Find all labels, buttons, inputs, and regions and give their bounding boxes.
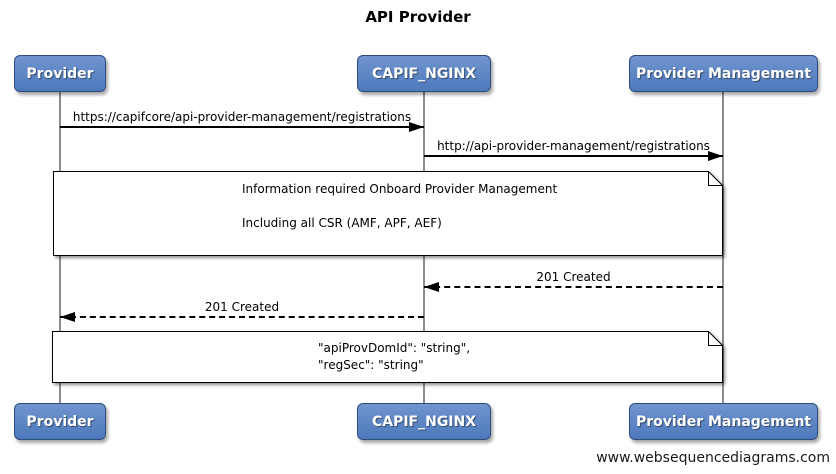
actor-box-provider-management-top: Provider Management	[629, 55, 818, 92]
note-fold-corner	[708, 171, 723, 186]
actor-label: CAPIF_NGINX	[371, 65, 477, 82]
watermark: www.websequencediagrams.com	[596, 450, 830, 466]
actor-label: Provider Management	[635, 413, 812, 430]
arrowhead-left-icon	[424, 282, 439, 292]
note-shape	[52, 331, 723, 383]
message-label: https://capifcore/api-provider-managemen…	[72, 110, 412, 124]
message-line	[424, 155, 723, 157]
actor-label: Provider	[26, 413, 94, 430]
message-label: 201 Created	[204, 300, 280, 314]
arrowhead-right-icon	[409, 122, 424, 132]
arrowhead-left-icon	[60, 312, 75, 322]
actor-label: Provider Management	[635, 65, 812, 82]
note-line: "regSec": "string"	[318, 358, 424, 372]
message-line	[60, 126, 424, 128]
actor-box-capif-nginx-bottom: CAPIF_NGINX	[357, 403, 491, 440]
actor-label: Provider	[26, 65, 94, 82]
note-line: Information required Onboard Provider Ma…	[242, 182, 558, 196]
message-label: http://api-provider-management/registrat…	[437, 139, 710, 153]
lifeline-provider-management	[722, 92, 724, 403]
message-line	[424, 286, 723, 288]
actor-box-provider-bottom: Provider	[14, 403, 106, 440]
note-shape	[53, 171, 723, 256]
actor-box-capif-nginx-top: CAPIF_NGINX	[357, 55, 491, 92]
message-label: 201 Created	[536, 270, 611, 284]
note-box: Information required Onboard Provider Ma…	[53, 171, 723, 256]
diagram-title: API Provider	[365, 8, 471, 26]
arrowhead-right-icon	[708, 151, 723, 161]
message-line	[60, 316, 424, 318]
note-box: "apiProvDomId": "string", "regSec": "str…	[52, 331, 723, 383]
note-line: Including all CSR (AMF, APF, AEF)	[242, 216, 442, 230]
actor-box-provider-top: Provider	[14, 55, 106, 92]
actor-box-provider-management-bottom: Provider Management	[629, 403, 818, 440]
actor-label: CAPIF_NGINX	[371, 413, 477, 430]
note-line: "apiProvDomId": "string",	[318, 341, 471, 355]
note-fold-corner	[708, 331, 723, 346]
